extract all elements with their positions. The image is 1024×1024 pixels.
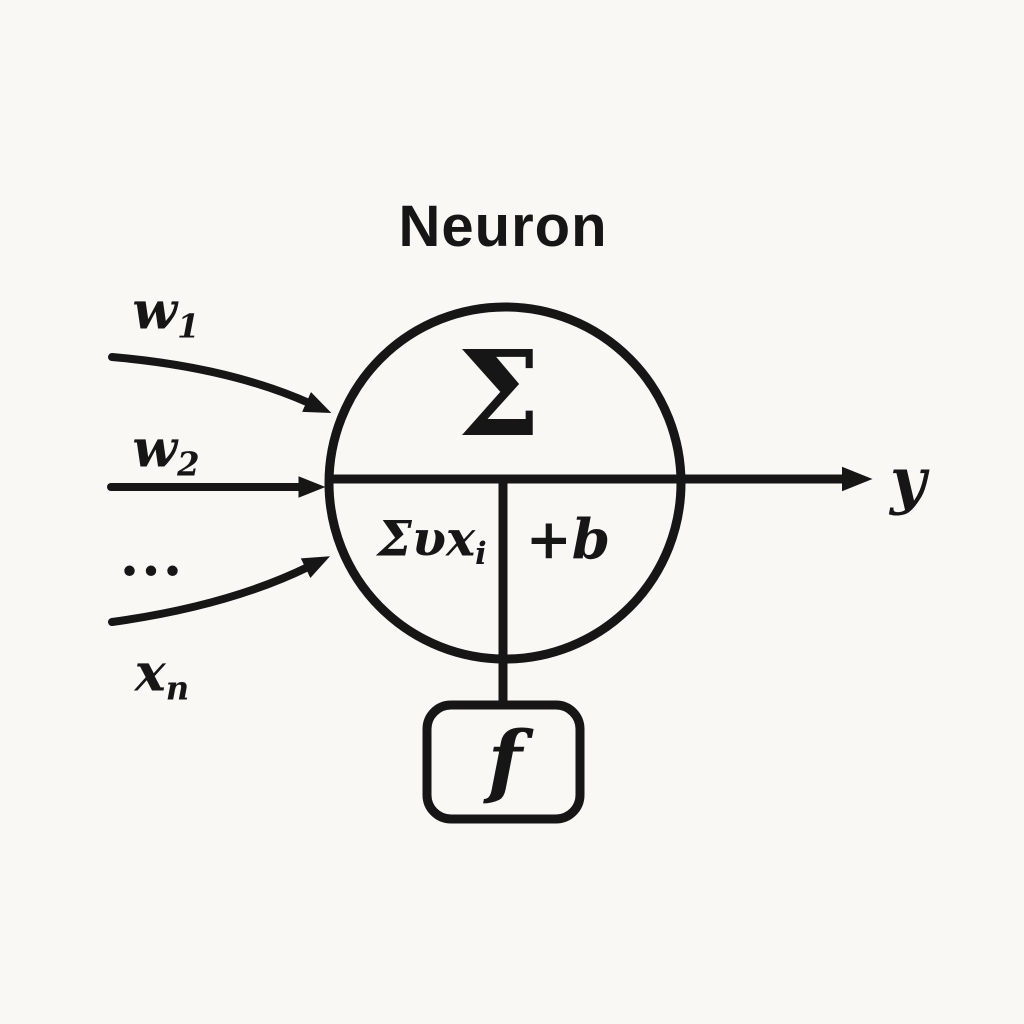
input-label-w2: w2 [132,418,200,484]
input-label-w1: w1 [132,280,200,346]
activation-function-box [422,700,585,824]
page-title: Neuron [398,194,608,259]
input-label-ellipsis: ... [119,523,185,589]
output-label: y [889,444,927,517]
input-arrow-w1 [108,353,332,413]
input-label-xn: xn [134,642,190,708]
input-arrow-xn [108,556,331,626]
weighted-sum-label: Συxi [377,509,487,573]
activation-function-label: f [487,713,523,807]
bias-label: +b [525,506,611,572]
sum-symbol: Σ [457,324,541,463]
